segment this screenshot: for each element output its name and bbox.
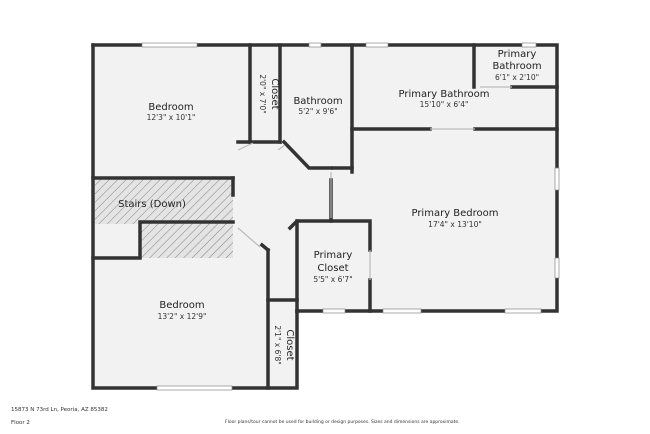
room-name-closet-1: Closet: [269, 78, 280, 109]
floor-fills: [94, 46, 556, 388]
room-name-bathroom: Bathroom: [293, 96, 342, 107]
floor-label: Floor 2: [11, 420, 30, 426]
room-dims-closet-1: 2'0" x 7'0": [258, 74, 267, 113]
room-name-primary-closet-line1: Primary: [314, 250, 353, 261]
room-name-closet-2: Closet: [284, 329, 295, 360]
room-name-primary-bathroom: Primary Bathroom: [399, 89, 490, 100]
room-name-primary-bathroom-small-line1: Primary: [498, 49, 537, 60]
room-dims-primary-bathroom-small: 6'1" x 2'10": [495, 73, 539, 82]
room-name-primary-closet-line2: Closet: [317, 263, 348, 274]
room-dims-closet-2: 2'1" x 6'8": [273, 325, 282, 364]
room-name-primary-bathroom-small-line2: Bathroom: [492, 61, 541, 72]
disclaimer-text: Floor plans/tour cannot be used for buil…: [225, 420, 460, 425]
room-dims-bedroom-2: 13'2" x 12'9": [158, 312, 207, 321]
room-dims-primary-bathroom: 15'10" x 6'4": [420, 100, 469, 109]
room-name-bedroom-1: Bedroom: [148, 102, 193, 113]
doors: [237, 86, 512, 280]
room-name-stairs: Stairs (Down): [118, 199, 186, 210]
room-dims-bedroom-1: 12'3" x 10'1": [147, 113, 196, 122]
room-name-primary-bedroom: Primary Bedroom: [411, 208, 498, 219]
room-name-bedroom-2: Bedroom: [159, 300, 204, 311]
address-text: 15873 N 73rd Ln, Peoria, AZ 85382: [11, 407, 108, 413]
room-dims-primary-closet: 5'5" x 6'7": [313, 275, 352, 284]
room-dims-primary-bedroom: 17'4" x 13'10": [428, 220, 482, 229]
windows: [141, 42, 560, 391]
room-dims-bathroom: 5'2" x 9'6": [298, 107, 337, 116]
